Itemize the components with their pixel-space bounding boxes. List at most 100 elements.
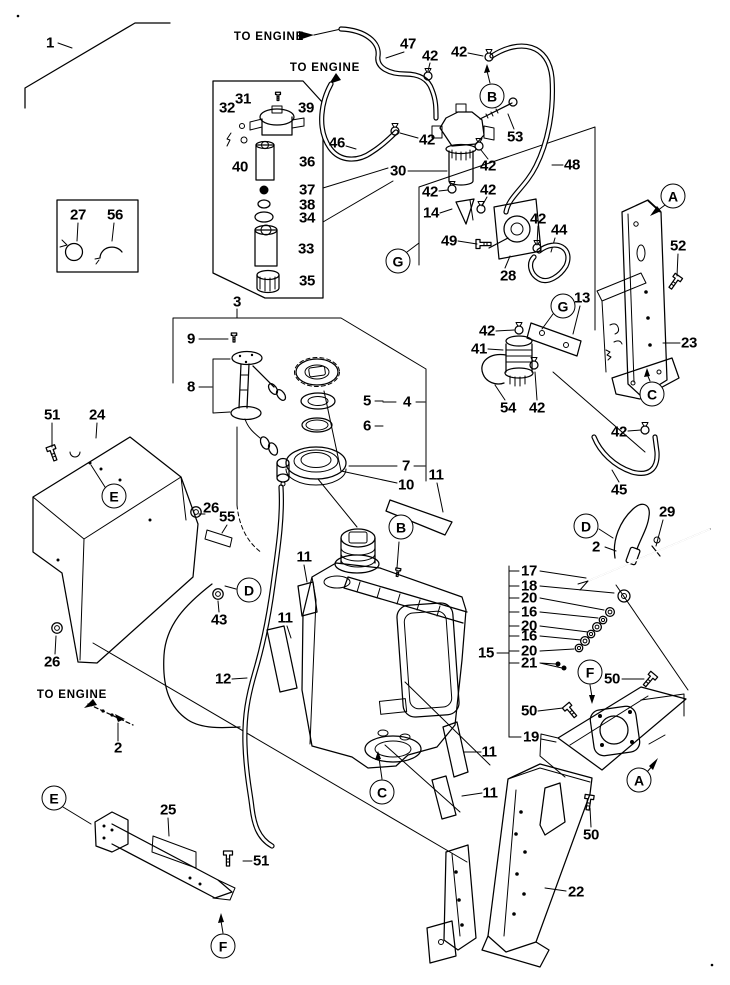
part-label-48: 48 — [564, 156, 580, 174]
part-label-47: 47 — [400, 35, 416, 53]
part-label-5: 5 — [363, 392, 371, 410]
part-label-42: 42 — [480, 181, 496, 199]
part-label-4: 4 — [403, 393, 411, 411]
part-label-18: 18 — [521, 577, 537, 595]
part-label-11: 11 — [296, 548, 312, 566]
part-label-16: 16 — [521, 603, 537, 621]
part-label-51: 51 — [253, 852, 269, 870]
part-label-23: 23 — [681, 334, 697, 352]
part-label-26: 26 — [44, 653, 60, 671]
part-label-54: 54 — [500, 399, 516, 417]
part-label-17: 17 — [521, 562, 537, 580]
balloon-D: D — [573, 513, 599, 539]
part-label-52: 52 — [670, 237, 686, 255]
balloon-G: G — [550, 293, 576, 319]
part-label-7: 7 — [402, 457, 410, 475]
part-label-2: 2 — [114, 739, 122, 757]
part-label-36: 36 — [299, 153, 315, 171]
balloon-C: C — [639, 381, 665, 407]
part-label-31: 31 — [235, 90, 251, 108]
part-label-42: 42 — [451, 43, 467, 61]
part-label-37: 37 — [299, 181, 315, 199]
part-label-20: 20 — [521, 617, 537, 635]
part-label-8: 8 — [187, 378, 195, 396]
balloon-A: A — [660, 183, 686, 209]
part-label-30: 30 — [390, 162, 406, 180]
part-label-10: 10 — [398, 476, 414, 494]
balloon-E: E — [41, 785, 67, 811]
part-label-21: 21 — [521, 654, 537, 672]
to-engine-label: TO ENGINE — [289, 62, 361, 74]
part-label-28: 28 — [500, 267, 516, 285]
part-label-42: 42 — [530, 210, 546, 228]
part-label-42: 42 — [611, 423, 627, 441]
part-label-32: 32 — [219, 99, 235, 117]
part-label-46: 46 — [329, 134, 345, 152]
to-engine-label: TO ENGINE — [36, 689, 108, 701]
part-label-44: 44 — [551, 221, 567, 239]
fuel-sender-unit — [231, 332, 287, 457]
mount-bracket-assembly — [427, 687, 686, 967]
part-label-27: 27 — [70, 206, 86, 224]
part-label-51: 51 — [44, 406, 60, 424]
part-label-11: 11 — [428, 466, 444, 484]
part-label-33: 33 — [298, 240, 314, 258]
part-label-50: 50 — [604, 670, 620, 688]
balloon-G: G — [385, 248, 411, 274]
balloon-D: D — [236, 577, 262, 603]
to-engine-label: TO ENGINE — [233, 31, 305, 43]
part-label-2: 2 — [592, 538, 600, 556]
fasteners — [45, 48, 684, 812]
balloon-E: E — [101, 483, 127, 509]
part-label-50: 50 — [583, 826, 599, 844]
artifact-dots — [16, 14, 714, 967]
tank-shield — [33, 437, 198, 663]
stay-plate — [527, 323, 581, 356]
part-label-11: 11 — [482, 784, 498, 802]
clamp-detail-parts — [60, 240, 122, 264]
part-label-24: 24 — [89, 406, 105, 424]
fuel-filter-detail-parts — [227, 91, 304, 292]
part-label-20: 20 — [521, 589, 537, 607]
part-label-42: 42 — [422, 183, 438, 201]
part-label-14: 14 — [423, 204, 439, 222]
part-label-40: 40 — [232, 158, 248, 176]
filler-cap-stack — [277, 358, 346, 487]
cushion-strips — [267, 500, 565, 835]
arrowheads — [84, 31, 661, 923]
part-label-42: 42 — [529, 399, 545, 417]
part-label-45: 45 — [611, 481, 627, 499]
part-label-9: 9 — [187, 330, 195, 348]
fuel-hoses — [245, 29, 657, 846]
part-label-53: 53 — [507, 128, 523, 146]
part-label-11: 11 — [277, 609, 293, 627]
part-label-16: 16 — [521, 627, 537, 645]
reference-frame-line — [25, 23, 170, 108]
balloon-F: F — [577, 659, 603, 685]
part-label-42: 42 — [480, 157, 496, 175]
part-label-42: 42 — [422, 47, 438, 65]
part-label-26: 26 — [203, 499, 219, 517]
part-label-50: 50 — [521, 702, 537, 720]
part-label-15: 15 — [478, 644, 494, 662]
part-label-42: 42 — [479, 322, 495, 340]
part-label-19: 19 — [523, 728, 539, 746]
balloon-B: B — [479, 83, 505, 109]
part-label-56: 56 — [107, 206, 123, 224]
balloon-C: C — [369, 779, 395, 805]
balloon-B: B — [388, 514, 414, 540]
balloon-F: F — [210, 933, 236, 959]
linkage-hardware — [555, 529, 711, 671]
part-label-6: 6 — [363, 417, 371, 435]
part-label-11: 11 — [481, 743, 497, 761]
part-label-55: 55 — [219, 508, 235, 526]
part-label-3: 3 — [233, 293, 241, 311]
part-label-22: 22 — [568, 883, 584, 901]
part-label-38: 38 — [299, 196, 315, 214]
part-label-1: 1 — [46, 34, 54, 52]
part-label-41: 41 — [471, 340, 487, 358]
engine-cable — [88, 504, 660, 727]
